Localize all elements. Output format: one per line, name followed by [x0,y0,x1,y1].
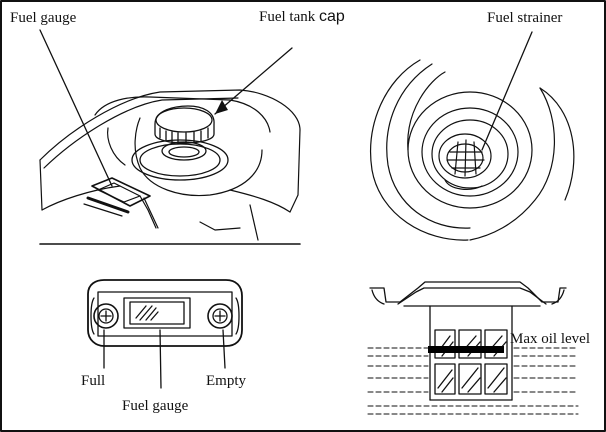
fuel-strainer-illustration [370,59,575,241]
fuel-tank-cap [131,105,229,181]
label-fuel-tank-cap: Fuel tank cap [259,9,345,25]
label-full: Full [81,373,106,389]
oil-level-illustration [369,281,567,401]
label-fuel-strainer: Fuel strainer [487,10,563,26]
fuel-tank-illustration [39,89,301,245]
leader-fuel-gauge-bottom [159,329,162,389]
label-max-oil-level: Max oil level [510,331,590,347]
oil-level-lines [367,347,579,415]
label-fuel-tank-text: Fuel tank [259,9,316,25]
leader-fuel-tank-cap [214,47,293,115]
leader-fuel-gauge-top [39,29,113,187]
label-empty: Empty [206,373,246,389]
arrowhead-fuel-tank-cap [215,100,228,114]
label-cap-text: cap [319,8,345,25]
label-fuel-gauge-top: Fuel gauge [10,10,77,26]
fuel-gauge-closeup [87,279,243,347]
leader-fuel-strainer [481,31,533,151]
max-oil-level-bar [428,346,504,353]
leader-empty [222,329,226,369]
label-fuel-gauge-bottom: Fuel gauge [122,398,189,414]
